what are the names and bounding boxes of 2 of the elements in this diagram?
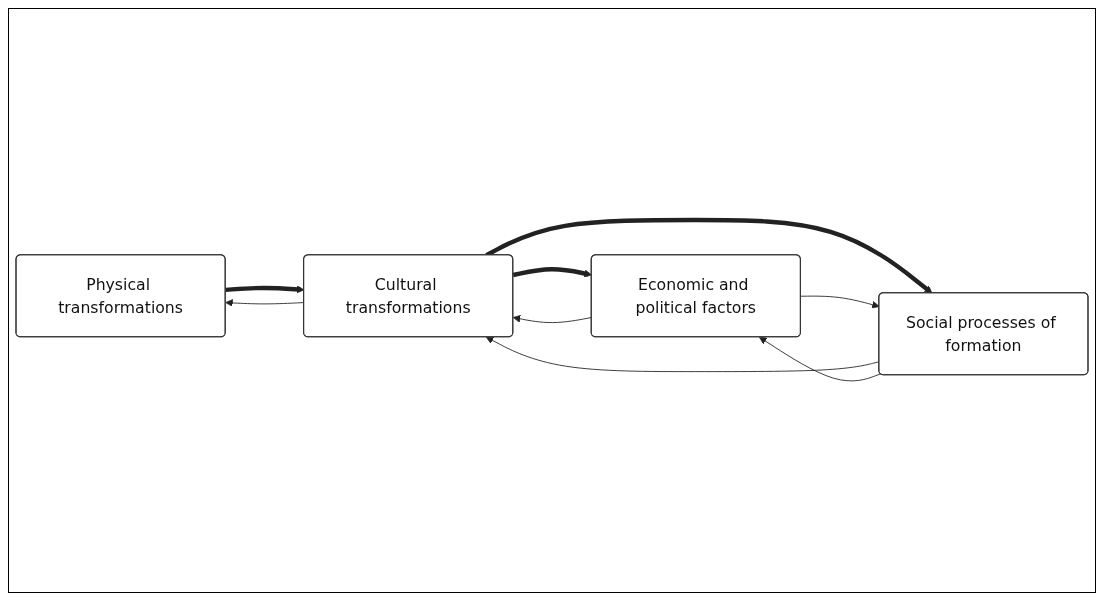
arrow [485, 217, 933, 294]
arrow [512, 267, 592, 278]
